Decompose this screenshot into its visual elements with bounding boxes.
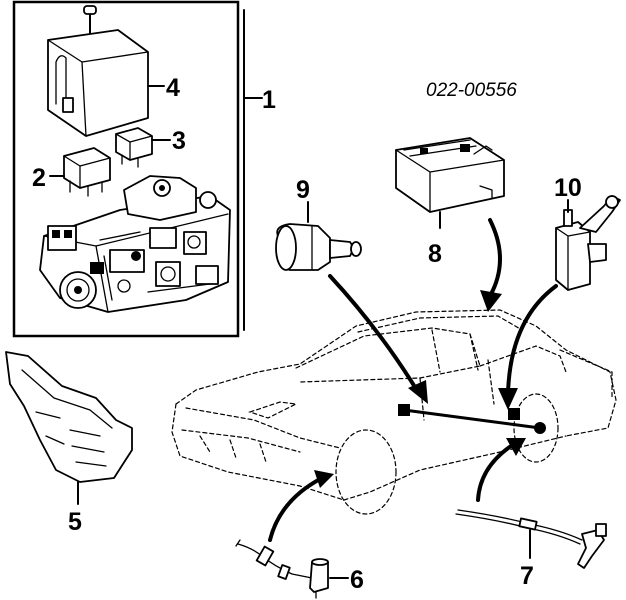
arrow-10 <box>506 284 558 396</box>
callout-10: 10 <box>554 174 582 202</box>
arrowhead-10 <box>498 388 518 410</box>
callout-5: 5 <box>68 508 82 536</box>
callout-8: 8 <box>428 240 442 268</box>
front-sensor-6-part <box>235 539 329 599</box>
callout-7: 7 <box>520 562 534 590</box>
arrow-7 <box>476 442 516 502</box>
arrowhead-9 <box>408 380 428 404</box>
rear-wheel-sensor-point <box>534 422 546 434</box>
callout-3: 3 <box>172 127 186 155</box>
hydraulic-unit-part <box>39 175 231 313</box>
sensor-9-part <box>275 223 362 271</box>
mount-point-front <box>398 404 410 416</box>
inset-frame <box>12 0 240 338</box>
rear-sensor-7-part <box>455 509 607 569</box>
part-code: 022-00556 <box>426 80 517 101</box>
callout-9: 9 <box>296 176 310 204</box>
small-relay-part <box>115 127 153 168</box>
arrowhead-6 <box>314 470 334 488</box>
arrow-9 <box>328 274 420 394</box>
abs-brake-line <box>403 408 541 430</box>
splash-shield-part <box>5 351 133 483</box>
relay-cover-part <box>47 5 149 137</box>
control-module-part <box>395 137 505 213</box>
car-body-outline <box>171 309 617 515</box>
switch-10-part <box>555 195 621 291</box>
callout-4: 4 <box>166 74 180 102</box>
relay-part <box>63 147 111 197</box>
arrowhead-8 <box>480 290 502 312</box>
arrowhead-7 <box>506 438 526 456</box>
arrow-8 <box>488 218 502 298</box>
callout-1: 1 <box>262 86 276 114</box>
callout-2: 2 <box>32 164 46 192</box>
mount-point-rear <box>508 408 520 420</box>
callout-6: 6 <box>350 566 364 594</box>
arrow-6 <box>268 476 324 542</box>
